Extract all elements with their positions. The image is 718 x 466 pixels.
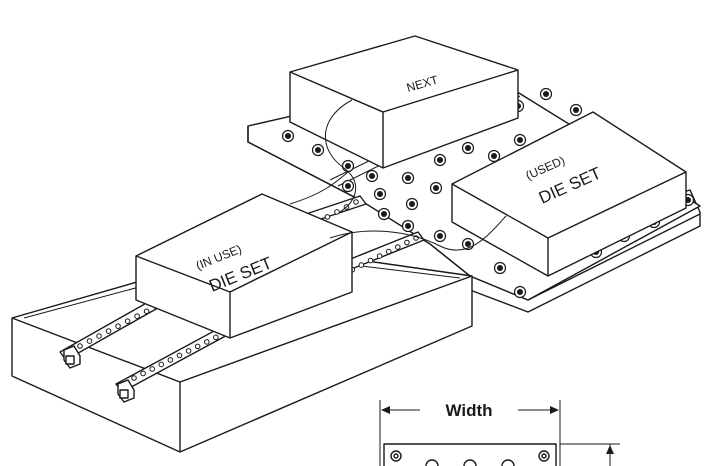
rail-roller <box>404 239 410 246</box>
width-dimension-label: Width <box>445 401 492 420</box>
rail-roller <box>353 199 359 205</box>
rail-roller <box>176 352 183 359</box>
ball-bearing <box>493 261 507 275</box>
rail-roller <box>194 343 201 350</box>
ball-bearing <box>461 237 475 251</box>
in-use-die-set-box: (IN USE) DIE SET <box>135 193 353 339</box>
rail-roller <box>96 333 102 339</box>
ball-bearing <box>401 219 415 233</box>
ball-bearing <box>401 171 415 185</box>
ball-bearing <box>461 141 475 155</box>
rail-roller <box>203 339 210 345</box>
ball-bearing <box>433 153 447 167</box>
rail-roller <box>105 328 112 334</box>
rail-roller <box>385 248 392 255</box>
inset-ball <box>425 459 439 466</box>
rail-roller <box>158 361 165 368</box>
rail-roller <box>395 244 401 250</box>
flow-path-curves <box>289 99 507 251</box>
next-die-set-box: NEXT <box>289 35 519 169</box>
rail-stop-lower <box>117 379 135 403</box>
width-dimension-inset: Width <box>379 400 620 466</box>
used-die-set-box: (USED) DIE SET <box>451 111 687 277</box>
inset-ball <box>463 459 477 466</box>
ball-bearing <box>373 187 387 201</box>
rail-roller <box>134 313 140 320</box>
rail-stop-upper <box>63 345 81 369</box>
rail-roller <box>115 323 121 329</box>
rail-roller <box>334 209 340 215</box>
ball-bearing <box>487 149 501 163</box>
rail-roller <box>143 308 150 315</box>
rail-roller <box>131 375 137 381</box>
rail-roller <box>167 357 174 363</box>
ball-bearing <box>539 87 553 101</box>
ball-bearing <box>281 129 295 143</box>
ball-bearing <box>341 159 355 173</box>
ball-bearing <box>405 197 419 211</box>
rail-roller <box>376 253 383 259</box>
rail-roller <box>324 214 331 220</box>
inset-bolt-right <box>538 450 550 462</box>
ball-bearing <box>377 207 391 221</box>
rail-roller <box>149 366 155 372</box>
ball-bearing <box>365 169 379 183</box>
rail-roller <box>367 257 374 264</box>
ball-bearing <box>513 133 527 147</box>
ball-bearing <box>311 143 325 157</box>
rail-roller <box>358 262 365 268</box>
ball-bearing <box>569 103 583 117</box>
ball-bearing <box>341 179 355 193</box>
rail-roller <box>140 370 146 377</box>
ball-bearing <box>429 181 443 195</box>
inset-bolt-left <box>390 450 402 462</box>
rail-roller <box>213 334 219 341</box>
ball-bearing <box>513 285 527 299</box>
inset-ball <box>501 459 515 466</box>
rail-roller <box>86 338 93 344</box>
rail-roller <box>77 343 83 349</box>
rail-roller <box>124 318 131 324</box>
ball-bearing <box>433 229 447 243</box>
rail-roller <box>185 348 192 354</box>
